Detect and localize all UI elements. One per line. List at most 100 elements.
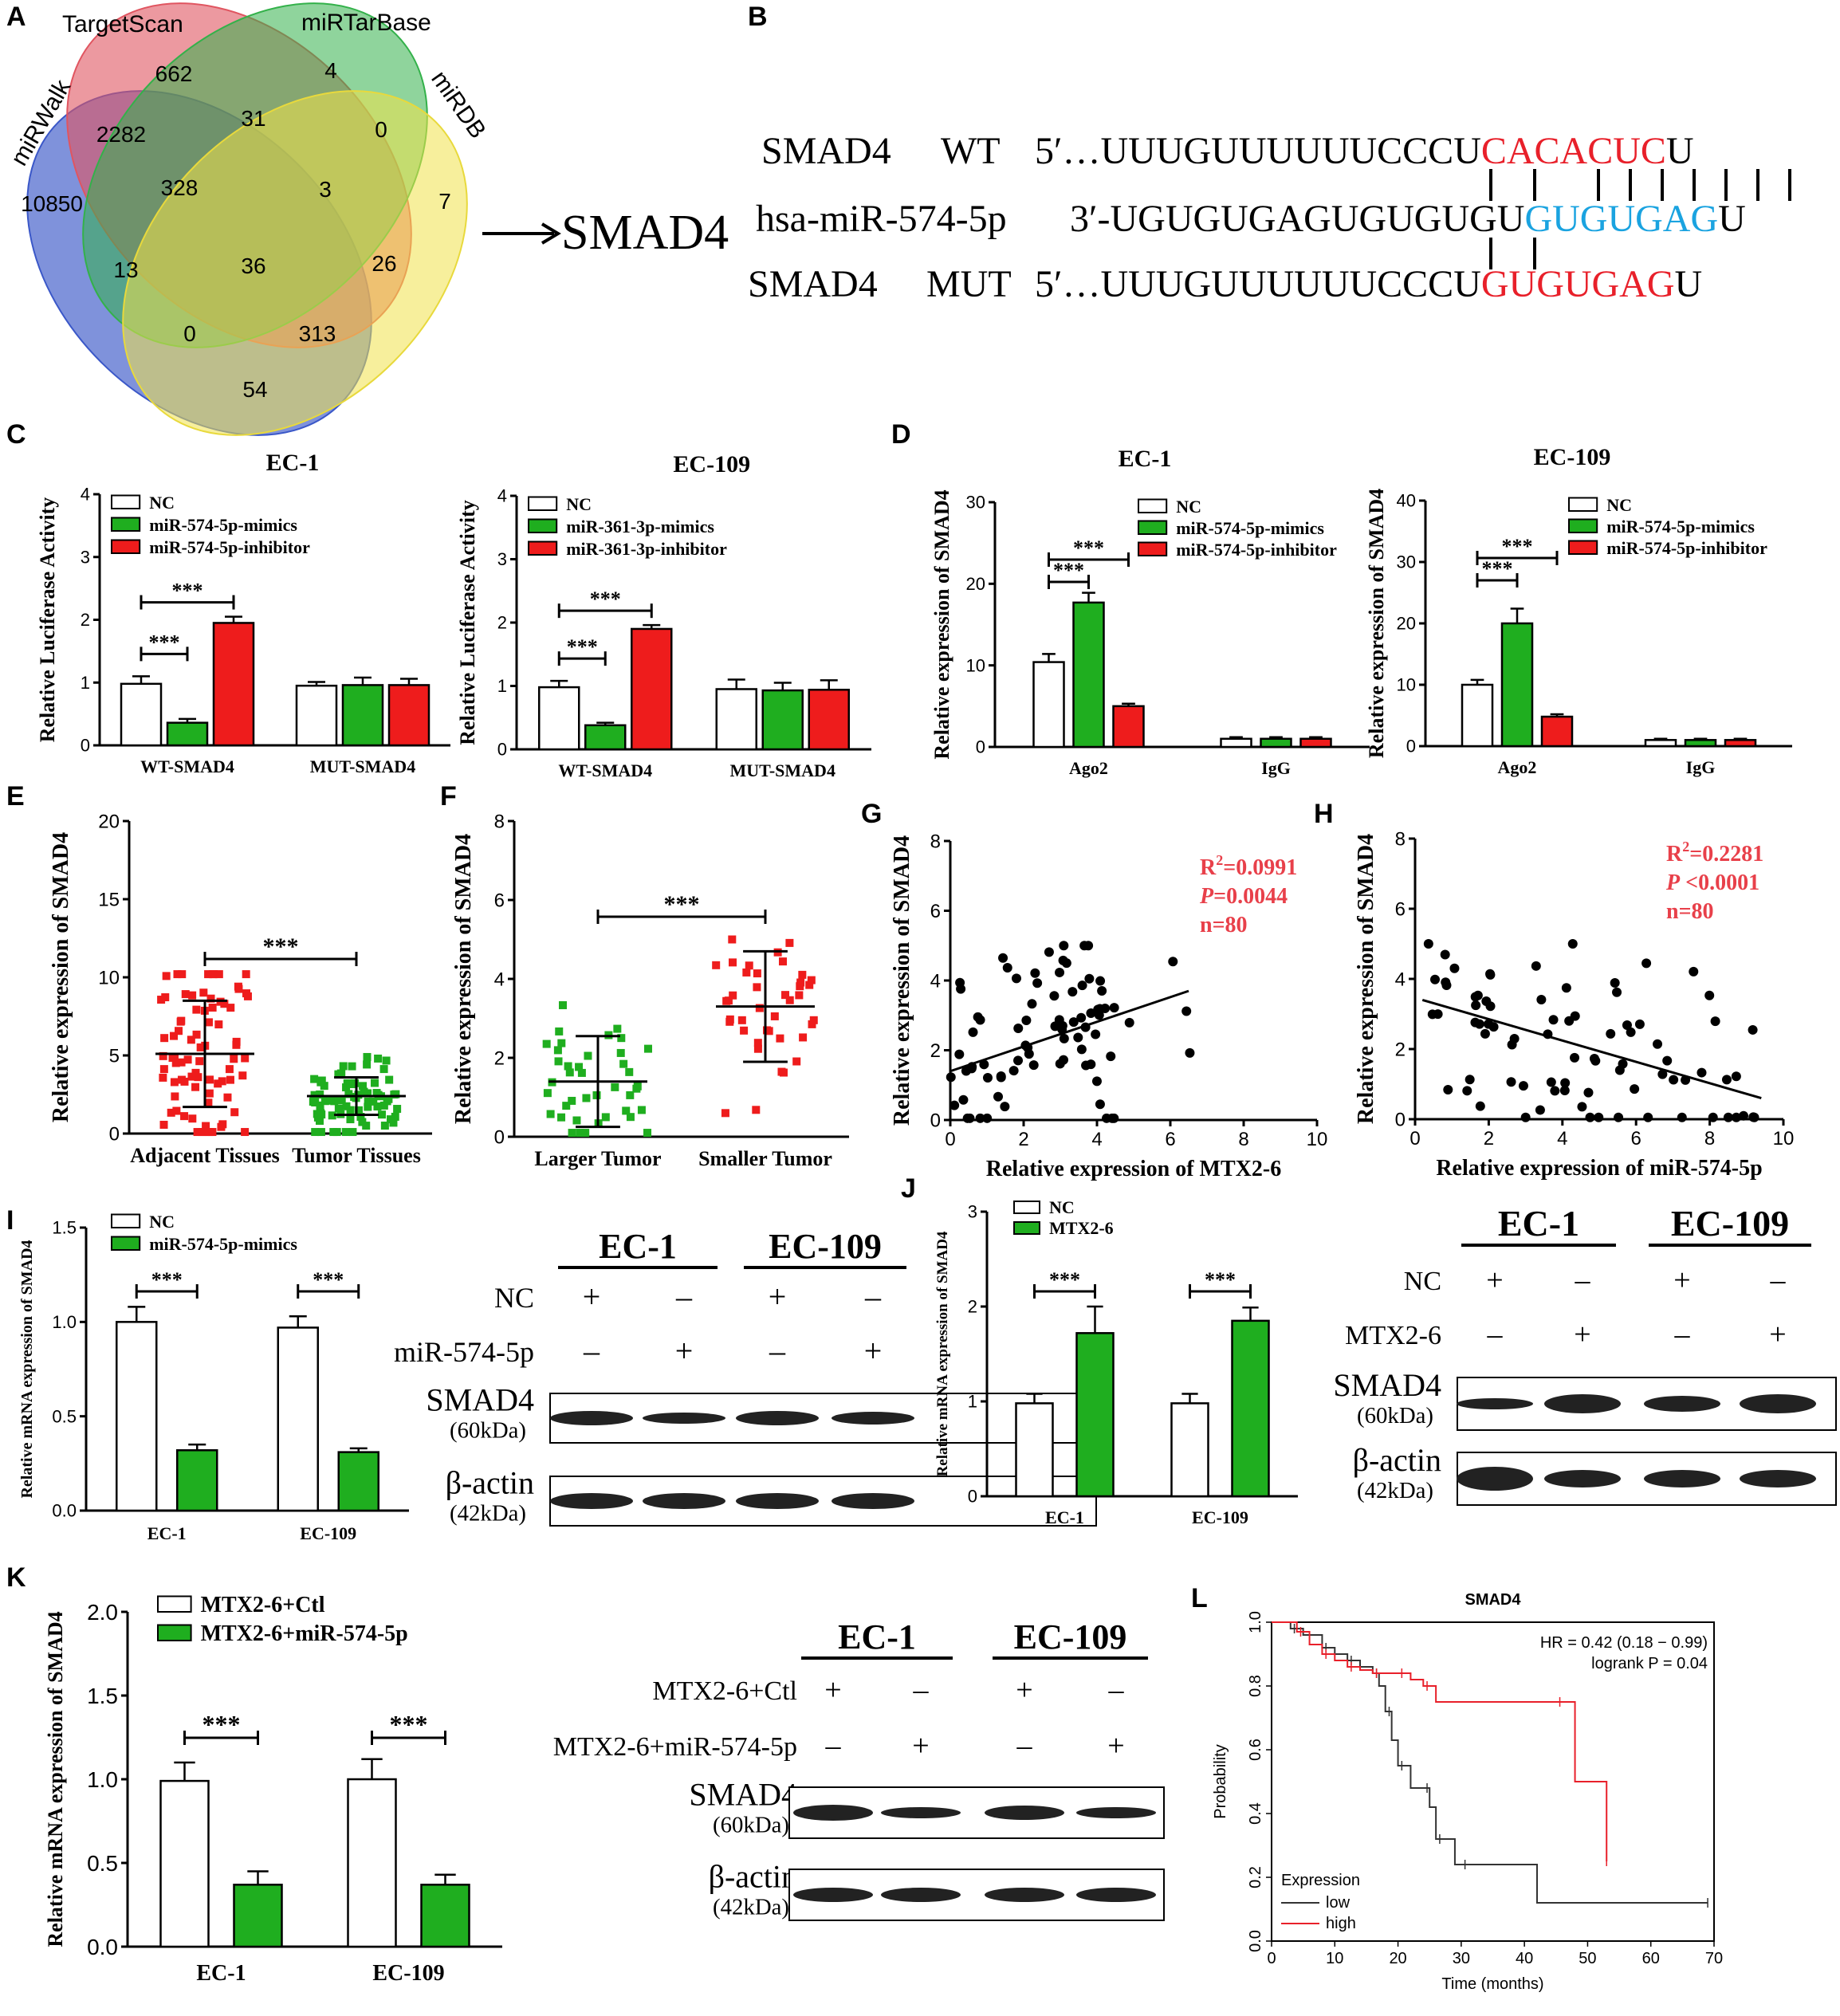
data-point xyxy=(1000,1102,1010,1112)
bar xyxy=(120,682,163,747)
data-point xyxy=(328,1111,336,1120)
data-point xyxy=(204,1018,213,1027)
data-point xyxy=(643,1044,652,1053)
data-point xyxy=(781,991,790,1000)
data-point xyxy=(1430,974,1441,984)
data-point xyxy=(359,1082,368,1091)
blot-condition-mark: + xyxy=(1016,1673,1032,1707)
data-point xyxy=(183,1055,192,1064)
data-point xyxy=(230,1108,239,1117)
data-point xyxy=(1590,1055,1601,1066)
data-point xyxy=(1094,1010,1104,1020)
superscript: 2 xyxy=(1682,839,1689,855)
bar xyxy=(808,689,850,751)
data-point xyxy=(346,1115,355,1124)
data-point xyxy=(1748,1024,1758,1035)
data-point xyxy=(1441,980,1452,990)
blot-condition-mark: + xyxy=(675,1333,694,1369)
data-point xyxy=(1536,994,1547,1004)
data-point xyxy=(167,1108,175,1117)
blot-condition-mark: – xyxy=(769,1333,786,1369)
data-point xyxy=(1475,1101,1485,1111)
blot-condition-mark: – xyxy=(825,1729,842,1763)
blot-condition-mark: + xyxy=(1107,1729,1124,1763)
venn-set-mirdb xyxy=(122,90,468,436)
data-point xyxy=(1643,1112,1653,1122)
significance-label: *** xyxy=(1053,559,1084,582)
y-tick-label: 0 xyxy=(976,737,985,757)
data-point xyxy=(386,1115,395,1124)
bar xyxy=(584,724,627,751)
data-point xyxy=(1076,1044,1087,1055)
data-point xyxy=(982,1113,993,1123)
data-point xyxy=(192,1005,201,1014)
x-axis-label: Relative expression of miR-574-5p xyxy=(1436,1156,1762,1181)
blot-protein-label: β-actin xyxy=(1353,1442,1441,1478)
y-tick-label: 40 xyxy=(1397,491,1416,511)
data-point xyxy=(765,1027,773,1036)
data-point xyxy=(770,1012,779,1020)
data-point xyxy=(808,1020,816,1028)
data-point xyxy=(1488,1022,1499,1032)
bar xyxy=(1500,622,1534,748)
bar xyxy=(1075,1332,1115,1498)
y-tick-label: 0 xyxy=(930,1110,941,1131)
venn-count: 4 xyxy=(324,58,337,83)
legend-label: miR-574-5p-inhibitor xyxy=(149,537,310,557)
data-point xyxy=(175,1027,183,1036)
data-point xyxy=(391,1090,400,1098)
data-point xyxy=(159,1073,167,1082)
data-point xyxy=(753,983,761,992)
legend-label: miR-361-3p-mimics xyxy=(566,517,714,536)
y-tick-label: 0 xyxy=(1406,737,1416,756)
blot-condition-mark: + xyxy=(912,1729,929,1763)
blot-band xyxy=(1544,1470,1621,1487)
data-point xyxy=(208,1004,217,1012)
blot-condition-mark: + xyxy=(1769,1318,1786,1351)
y-tick-label: 4 xyxy=(1395,969,1406,990)
seq-tag-mut: MUT xyxy=(926,263,1012,305)
data-point xyxy=(1185,1047,1195,1058)
x-category-label: WT-SMAD4 xyxy=(558,760,652,780)
data-point xyxy=(348,1062,356,1071)
data-point xyxy=(998,953,1008,963)
significance-label: *** xyxy=(1049,1268,1080,1291)
seq-name-mut: SMAD4 xyxy=(748,263,878,305)
data-point xyxy=(581,1129,590,1138)
data-point xyxy=(1561,983,1571,993)
legend-label: low xyxy=(1326,1894,1351,1912)
legend-swatch xyxy=(1568,518,1598,533)
stats-n: n=80 xyxy=(1200,913,1248,937)
y-tick-label: 6 xyxy=(1395,898,1406,920)
blot-protein-size: (42kDa) xyxy=(450,1501,526,1527)
significance-label: *** xyxy=(390,1710,428,1739)
data-point xyxy=(198,1128,206,1137)
legend-swatch xyxy=(111,539,141,554)
data-point xyxy=(546,1110,555,1118)
y-tick-label: 1.0 xyxy=(87,1767,118,1792)
p-value: =0.0044 xyxy=(1213,884,1288,909)
data-point xyxy=(330,1097,339,1106)
legend-swatch xyxy=(111,1236,141,1251)
data-point xyxy=(968,1027,978,1037)
bar xyxy=(176,1449,218,1512)
data-point xyxy=(1181,1006,1192,1016)
legend-title: Expression xyxy=(1281,1872,1360,1889)
data-point xyxy=(242,989,251,998)
data-point xyxy=(785,938,794,947)
venn-count: 662 xyxy=(155,61,193,86)
panel-b: B SMAD4 WT 5′…UUUGUUUUUUCCCUCACACUCU hsa… xyxy=(748,2,1791,305)
data-point xyxy=(161,993,170,1002)
y-tick-label: 10 xyxy=(1397,675,1416,695)
data-point xyxy=(1520,1112,1531,1122)
x-tick-label: 2 xyxy=(1484,1128,1494,1149)
data-point xyxy=(1068,1017,1079,1028)
data-point xyxy=(1427,1009,1437,1020)
significance-label: *** xyxy=(1205,1268,1236,1291)
y-axis-label: Relative Luciferase Activity xyxy=(36,497,59,743)
data-point xyxy=(1061,958,1071,969)
data-point xyxy=(740,1026,749,1035)
legend-swatch xyxy=(1013,1221,1040,1235)
x-tick-label: 40 xyxy=(1516,1950,1533,1967)
